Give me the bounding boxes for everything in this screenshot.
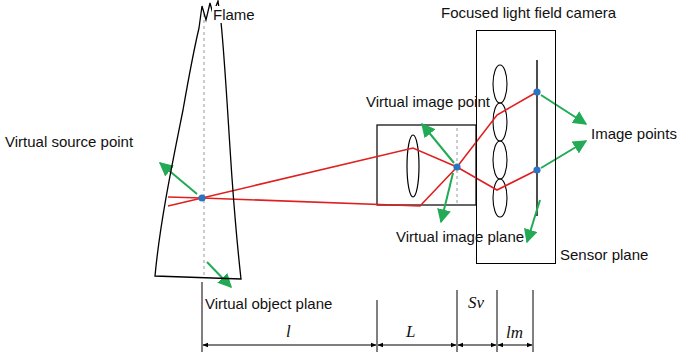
point-label: Virtual image point: [366, 93, 490, 110]
dimension-label: L: [406, 322, 415, 342]
node-title: Focused light field camera: [441, 4, 616, 21]
dimension-label: lm: [506, 323, 523, 343]
microlens-array: [493, 65, 507, 217]
dimension-ticks: [202, 282, 533, 352]
object-plane-line: [204, 14, 205, 276]
plane-label: Virtual image plane: [396, 228, 524, 245]
flame-outline: Flame: [150, 0, 246, 282]
points: [198, 88, 540, 201]
plane-label: Sensor plane: [560, 246, 648, 263]
main-lens: [407, 135, 419, 197]
light-ray: [168, 92, 537, 206]
leader-arrows: [160, 95, 586, 287]
node-title: Flame: [212, 6, 256, 23]
plane-label: Virtual source point: [5, 133, 133, 150]
flame-shape: [150, 0, 246, 282]
dimension-arrows: [203, 345, 532, 346]
dimension-label: l: [286, 322, 291, 342]
dimension-label: Sv: [468, 293, 484, 313]
flame-outline: [155, 1, 241, 279]
plane-label: Virtual object plane: [205, 295, 332, 312]
light-ray: [168, 148, 537, 206]
point-label: Image points: [591, 125, 677, 142]
sensor-line: [536, 60, 537, 216]
lens-barrel: [377, 125, 476, 205]
